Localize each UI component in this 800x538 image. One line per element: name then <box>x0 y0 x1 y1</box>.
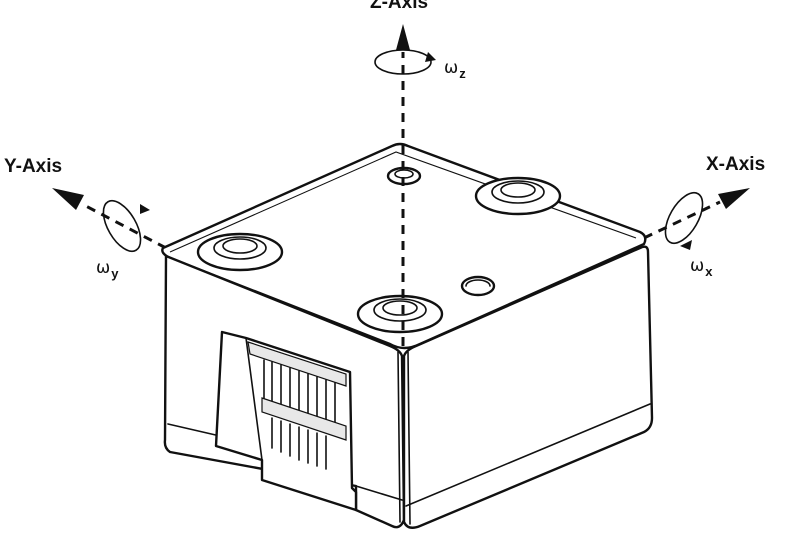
omega-x-subscript: x <box>705 264 713 279</box>
z-rotation-arrow <box>374 49 436 75</box>
x-rotation-arrow <box>664 191 704 250</box>
block-right-face <box>402 245 654 529</box>
z-axis-line <box>396 24 410 346</box>
omega-y-label: ωy <box>96 258 119 281</box>
mounting-hole-front <box>356 294 444 334</box>
omega-y-subscript: y <box>111 266 119 281</box>
z-axis-label: Z-Axis <box>370 0 429 13</box>
mounting-hole-right <box>474 176 562 216</box>
omega-z-label: ωz <box>444 58 466 81</box>
omega-x-symbol: ω <box>690 256 705 276</box>
mounting-hole-left <box>196 232 284 272</box>
y-axis-label: Y-Axis <box>4 156 63 177</box>
sensor-block <box>161 142 654 529</box>
omega-x-label: ωx <box>690 256 713 279</box>
alignment-pin-hole <box>460 275 496 297</box>
x-axis-line <box>643 188 750 240</box>
omega-z-symbol: ω <box>444 58 459 78</box>
y-axis-line <box>52 188 167 250</box>
omega-y-symbol: ω <box>96 258 111 278</box>
omega-z-subscript: z <box>459 66 466 81</box>
connector-pins <box>247 341 347 470</box>
x-axis-label: X-Axis <box>706 154 766 175</box>
y-rotation-arrow <box>102 199 150 253</box>
